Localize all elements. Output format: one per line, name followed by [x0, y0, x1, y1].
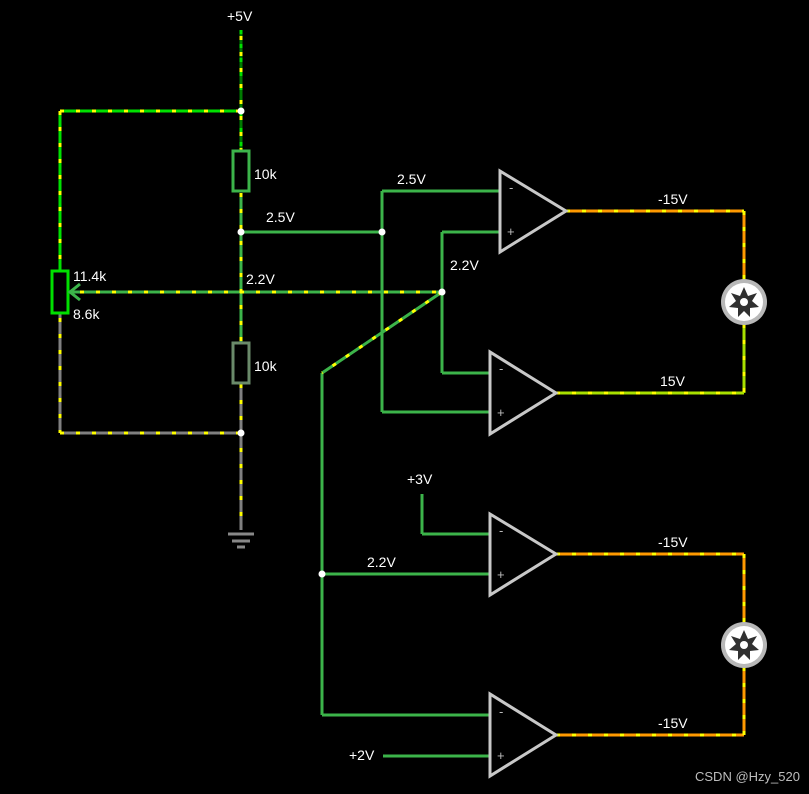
- comp2-plus-sign: +: [497, 405, 505, 420]
- label-ref-2v: +2V: [349, 747, 375, 763]
- wire-diagonal: [321, 290, 443, 375]
- label-comp2-out: 15V: [660, 373, 686, 389]
- comp2-minus-sign: -: [499, 361, 503, 376]
- label-comp4-out: -15V: [658, 715, 688, 731]
- label-r-top: 10k: [254, 166, 278, 182]
- comparator-1[interactable]: [498, 168, 569, 255]
- current-dots: [58, 36, 746, 737]
- label-comp1-minus-in: 2.5V: [397, 171, 426, 187]
- junctions: [237, 107, 446, 578]
- label-r-bottom: 10k: [254, 358, 278, 374]
- comp1-plus-sign: +: [507, 224, 515, 239]
- comp4-minus-sign: -: [499, 704, 503, 719]
- label-comp3-plus-in: 2.2V: [367, 554, 396, 570]
- watermark: CSDN @Hzy_520: [695, 769, 800, 784]
- label-ref-3v: +3V: [407, 471, 433, 487]
- ground-icon: [228, 532, 254, 549]
- label-node-wiper: 2.2V: [246, 271, 275, 287]
- comp1-minus-sign: -: [509, 180, 513, 195]
- comparator-4[interactable]: [488, 691, 559, 779]
- potentiometer-wiper-arrow: [67, 282, 81, 302]
- comp3-plus-sign: +: [497, 567, 505, 582]
- label-pot-upper: 11.4k: [73, 268, 107, 284]
- motor-gear-icon[interactable]: [721, 279, 767, 325]
- comparator-3[interactable]: [488, 511, 559, 598]
- label-vcc: +5V: [227, 8, 253, 24]
- potentiometer[interactable]: [50, 269, 70, 315]
- label-comp3-out: -15V: [658, 534, 688, 550]
- resistor-bottom[interactable]: [231, 341, 251, 385]
- wires: [58, 30, 746, 758]
- label-comp1-plus-in: 2.2V: [450, 257, 479, 273]
- comparator-2[interactable]: [488, 349, 559, 437]
- resistor-top[interactable]: [231, 149, 251, 193]
- motor-gear-icon[interactable]: [721, 622, 767, 668]
- comp3-minus-sign: -: [499, 523, 503, 538]
- label-comp1-out: -15V: [658, 191, 688, 207]
- label-node-mid: 2.5V: [266, 209, 295, 225]
- comp4-plus-sign: +: [497, 748, 505, 763]
- label-pot-lower: 8.6k: [73, 306, 100, 322]
